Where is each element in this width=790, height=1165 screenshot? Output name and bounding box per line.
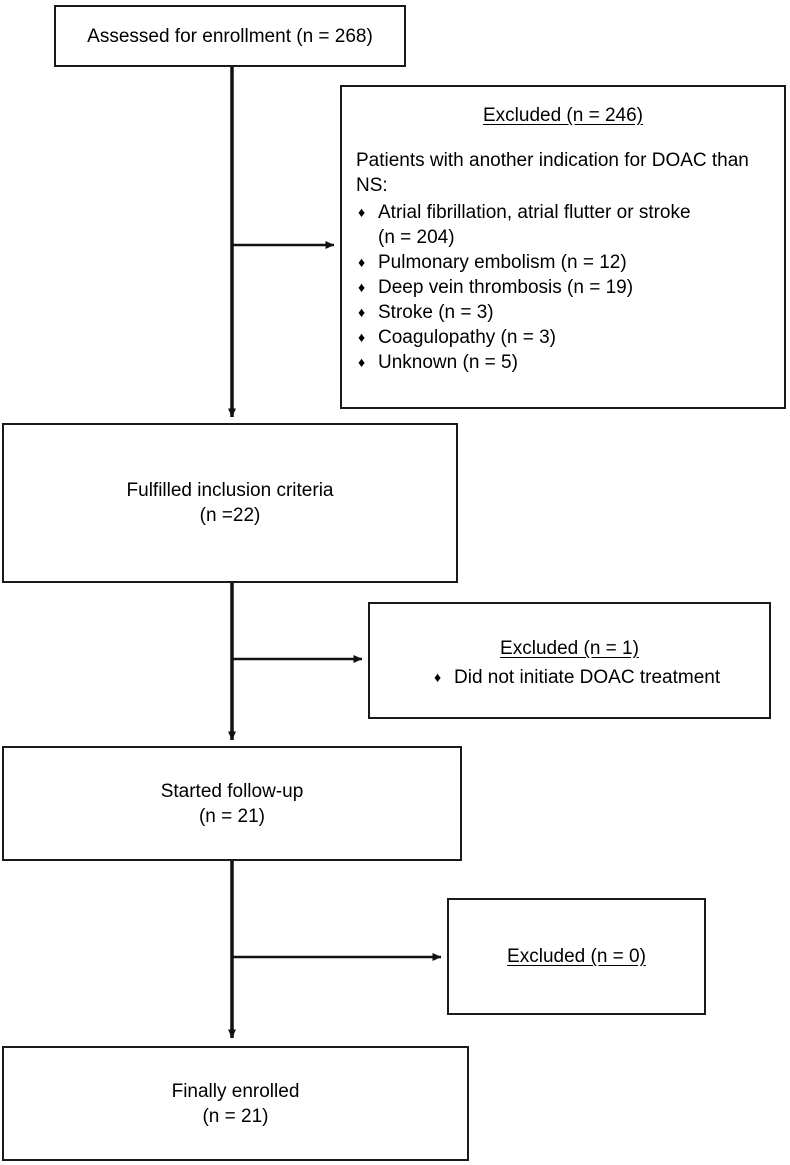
list-item: ♦ Coagulopathy (n = 3) bbox=[356, 325, 770, 350]
list-item-text: Coagulopathy (n = 3) bbox=[378, 327, 556, 348]
fulfilled-line-2: (n =22) bbox=[199, 505, 261, 526]
node-started-follow-up: Started follow-up (n = 21) bbox=[2, 746, 462, 861]
list-item-text: Did not initiate DOAC treatment bbox=[454, 667, 721, 688]
excluded-246-intro: Patients with another indication for DOA… bbox=[356, 150, 749, 196]
node-excluded-0: Excluded (n = 0) bbox=[447, 898, 706, 1015]
diamond-bullet-icon: ♦ bbox=[358, 354, 366, 370]
list-item: ♦ Unknown (n = 5) bbox=[356, 350, 770, 375]
list-item: ♦ Stroke (n = 3) bbox=[356, 300, 770, 325]
list-item: ♦ Pulmonary embolism (n = 12) bbox=[356, 250, 770, 275]
list-item: ♦ Atrial fibrillation, atrial flutter or… bbox=[356, 200, 770, 250]
node-assessed-for-enrollment: Assessed for enrollment (n = 268) bbox=[54, 5, 406, 67]
node-finally-enrolled: Finally enrolled (n = 21) bbox=[2, 1046, 469, 1161]
diamond-bullet-icon: ♦ bbox=[358, 304, 366, 320]
diamond-bullet-icon: ♦ bbox=[358, 329, 366, 345]
assessed-label: Assessed for enrollment (n = 268) bbox=[87, 25, 373, 47]
node-excluded-246: Excluded (n = 246) Patients with another… bbox=[340, 85, 786, 409]
excluded-1-list: ♦ Did not initiate DOAC treatment bbox=[384, 665, 755, 690]
diamond-bullet-icon: ♦ bbox=[358, 279, 366, 295]
started-line-1: Started follow-up bbox=[160, 780, 304, 802]
list-item-text: Deep vein thrombosis (n = 19) bbox=[378, 277, 634, 298]
excluded-246-list: ♦ Atrial fibrillation, atrial flutter or… bbox=[356, 200, 770, 375]
node-excluded-1: Excluded (n = 1) ♦ Did not initiate DOAC… bbox=[368, 602, 771, 719]
diamond-bullet-icon: ♦ bbox=[358, 254, 366, 270]
diamond-bullet-icon: ♦ bbox=[434, 669, 442, 685]
started-line-2: (n = 21) bbox=[198, 805, 265, 827]
excluded-0-title: Excluded (n = 0) bbox=[507, 946, 646, 967]
list-item-text: Atrial fibrillation, atrial flutter or s… bbox=[378, 202, 691, 223]
excluded-1-title: Excluded (n = 1) bbox=[500, 638, 639, 659]
enrolled-line-1: Finally enrolled bbox=[171, 1080, 300, 1102]
list-item-text: Unknown (n = 5) bbox=[378, 352, 518, 373]
list-item-text: Pulmonary embolism (n = 12) bbox=[378, 252, 627, 273]
list-item-text: Stroke (n = 3) bbox=[378, 302, 494, 323]
node-fulfilled-inclusion-criteria: Fulfilled inclusion criteria (n =22) bbox=[2, 423, 458, 583]
enrolled-line-2: (n = 21) bbox=[202, 1105, 269, 1127]
list-item: ♦ Did not initiate DOAC treatment bbox=[432, 665, 755, 690]
excluded-246-title: Excluded (n = 246) bbox=[482, 105, 643, 126]
fulfilled-line-1: Fulfilled inclusion criteria bbox=[126, 480, 334, 501]
list-item-subtext: (n = 204) bbox=[378, 227, 455, 248]
diamond-bullet-icon: ♦ bbox=[358, 204, 366, 220]
list-item: ♦ Deep vein thrombosis (n = 19) bbox=[356, 275, 770, 300]
